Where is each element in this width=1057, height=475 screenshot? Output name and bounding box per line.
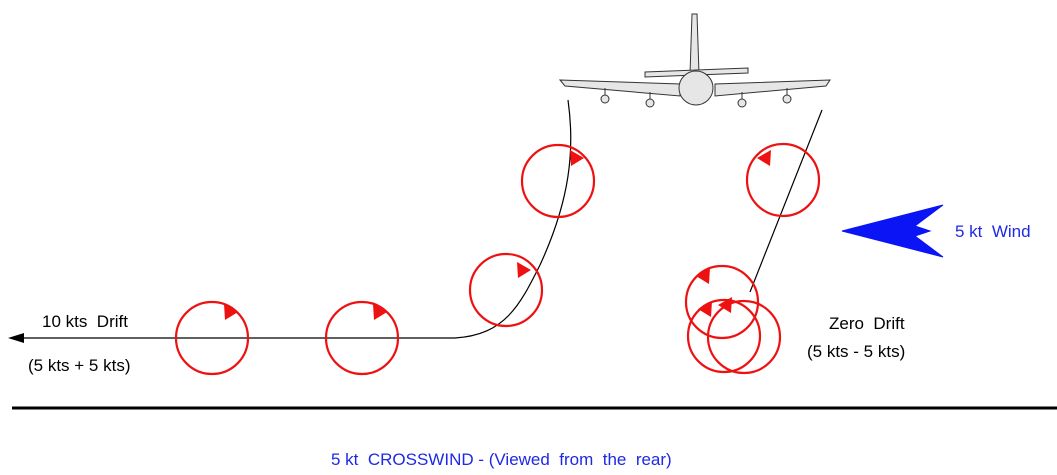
vortex-circle	[745, 142, 821, 218]
vortex-arrowhead	[698, 301, 712, 317]
right-drift-title: Zero Drift	[829, 314, 905, 333]
left-vortex-path	[20, 99, 572, 339]
wind-arrow-icon	[841, 204, 944, 258]
vortex-arrowhead	[517, 262, 531, 278]
vortex-circle	[686, 298, 762, 374]
vortex-arrowhead	[718, 297, 732, 313]
vortex-circle	[706, 299, 782, 375]
left-drift-title: 10 kts Drift	[42, 312, 128, 331]
vortex-circle	[520, 143, 596, 219]
vortex-arrowhead	[570, 150, 584, 166]
drift-arrow-icon	[8, 333, 24, 343]
vortex-circle	[324, 300, 400, 376]
right-vortex-path	[749, 109, 823, 293]
vortex-arrowhead	[757, 150, 771, 166]
vortex-arrowhead	[373, 304, 387, 320]
vortex-circle	[468, 252, 544, 328]
wind-label: 5 kt Wind	[955, 222, 1031, 241]
airplane-icon	[558, 13, 831, 108]
right-drift-detail: (5 kts - 5 kts)	[807, 342, 906, 361]
left-drift-detail: (5 kts + 5 kts)	[28, 356, 131, 375]
diagram-caption: 5 kt CROSSWIND - (Viewed from the rear)	[331, 450, 672, 469]
vortex-circle	[684, 264, 760, 340]
vortex-arrowhead	[224, 304, 238, 320]
vortex-arrowhead	[696, 268, 710, 284]
vortex-circle	[174, 300, 250, 376]
